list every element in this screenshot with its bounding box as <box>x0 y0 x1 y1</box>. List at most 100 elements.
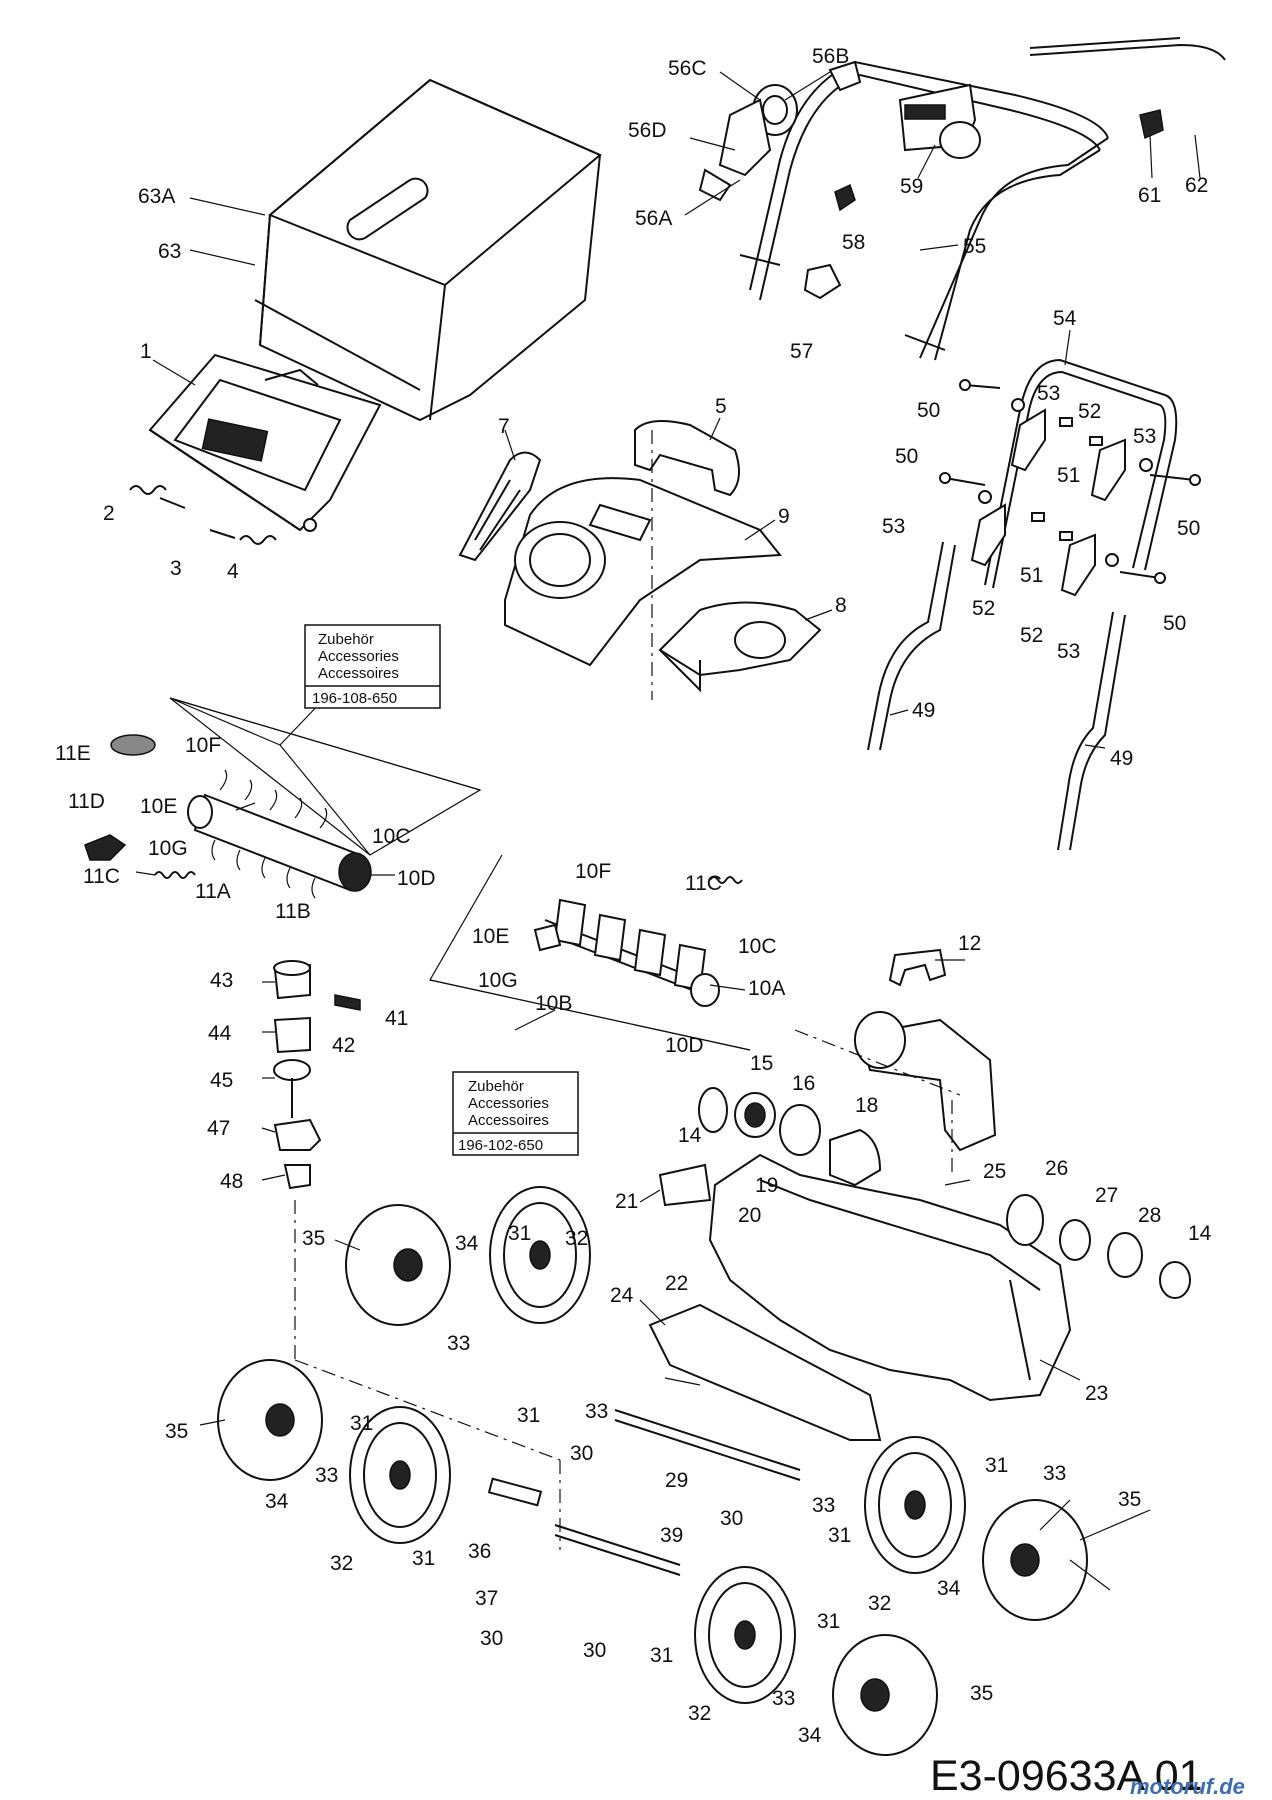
label-44: 44 <box>208 1022 232 1045</box>
label-63: 63 <box>158 240 181 263</box>
accessory-box-1: Zubehör Accessories Accessoires 196-108-… <box>304 624 441 709</box>
label-11Ca: 11C <box>83 865 120 888</box>
label-31c: 31 <box>350 1412 373 1435</box>
label-30d: 30 <box>583 1639 606 1662</box>
label-59: 59 <box>900 175 923 198</box>
cable-end-61 <box>1139 109 1164 140</box>
label-11E: 11E <box>55 742 91 765</box>
label-11B: 11B <box>275 900 311 923</box>
label-45: 45 <box>210 1069 233 1092</box>
watermark: motoruf.de <box>1130 1774 1245 1799</box>
label-47: 47 <box>207 1117 230 1140</box>
label-10Ca: 10C <box>372 825 411 848</box>
rear-skid-24 <box>648 1303 882 1441</box>
label-55: 55 <box>963 235 986 258</box>
box1-line1: Zubehör <box>318 631 374 648</box>
label-33e: 33 <box>812 1494 835 1517</box>
label-27: 27 <box>1095 1184 1118 1207</box>
label-10B: 10B <box>535 992 572 1015</box>
label-31h: 31 <box>817 1610 840 1633</box>
label-10Ga: 10G <box>148 837 188 860</box>
label-53a: 53 <box>1037 382 1060 405</box>
label-35a: 35 <box>302 1227 325 1250</box>
label-34b: 34 <box>265 1490 289 1513</box>
side-deflector-8 <box>658 601 822 693</box>
label-35c: 35 <box>1118 1488 1141 1511</box>
label-56A: 56A <box>635 207 672 230</box>
label-2: 2 <box>103 502 115 525</box>
label-32a: 32 <box>565 1227 588 1250</box>
label-19: 19 <box>755 1174 778 1197</box>
label-31e: 31 <box>828 1524 851 1547</box>
label-1: 1 <box>140 340 152 363</box>
label-36: 36 <box>468 1540 491 1563</box>
label-52b: 52 <box>972 597 995 620</box>
scarifier-roller <box>187 769 372 899</box>
lower-handle <box>867 358 1178 851</box>
hubcap-35a <box>345 1204 451 1326</box>
wheel-32a <box>489 1186 591 1324</box>
label-31a: 31 <box>508 1222 531 1245</box>
switch-box <box>898 83 981 159</box>
label-50d: 50 <box>1163 612 1186 635</box>
label-31g: 31 <box>650 1644 673 1667</box>
label-4: 4 <box>227 560 239 583</box>
label-34c: 34 <box>937 1577 961 1600</box>
label-50c: 50 <box>1177 517 1200 540</box>
lever-41 <box>334 994 361 1011</box>
label-26: 26 <box>1045 1157 1068 1180</box>
label-11A: 11A <box>195 880 231 903</box>
label-12: 12 <box>958 932 981 955</box>
label-56B: 56B <box>812 45 849 68</box>
label-29: 29 <box>665 1469 688 1492</box>
disc-11E <box>110 734 156 756</box>
label-52a: 52 <box>1078 400 1101 423</box>
label-10Da: 10D <box>397 867 436 890</box>
spring-11C <box>154 871 196 879</box>
label-50a: 50 <box>917 399 940 422</box>
label-31d: 31 <box>985 1454 1008 1477</box>
label-10Gb: 10G <box>478 969 518 992</box>
box1-part-no: 196-108-650 <box>312 690 397 707</box>
label-42: 42 <box>332 1034 355 1057</box>
accessory-group-2 <box>429 854 751 1051</box>
label-52c: 52 <box>1020 624 1043 647</box>
assembly-dashes <box>294 430 961 1550</box>
wheel-32d <box>694 1566 796 1704</box>
hubcaps <box>217 1204 1088 1756</box>
label-11Cb: 11C <box>685 872 722 895</box>
label-49b: 49 <box>1110 747 1133 770</box>
label-10Fa: 10F <box>185 734 221 757</box>
box2-line1: Zubehör <box>468 1078 524 1095</box>
wheel-32b <box>349 1406 451 1544</box>
chassis <box>708 1153 1072 1402</box>
box2-line2: Accessories <box>468 1095 549 1112</box>
label-8: 8 <box>835 594 847 617</box>
box1-line2: Accessories <box>318 648 399 665</box>
label-11D: 11D <box>68 790 105 813</box>
label-57: 57 <box>790 340 813 363</box>
label-5: 5 <box>715 395 727 418</box>
label-39: 39 <box>660 1524 683 1547</box>
hubcap-35c <box>982 1499 1088 1621</box>
motor-cover <box>504 477 782 667</box>
label-20: 20 <box>738 1204 761 1227</box>
label-30c: 30 <box>480 1627 503 1650</box>
label-54: 54 <box>1053 307 1077 330</box>
leader-lines <box>135 71 1201 1591</box>
drive-wheels <box>698 1087 882 1187</box>
wheel-32c <box>864 1436 966 1574</box>
label-56C: 56C <box>668 57 707 80</box>
label-10Eb: 10E <box>472 925 509 948</box>
label-33d: 33 <box>1043 1462 1066 1485</box>
label-53c: 53 <box>882 515 905 538</box>
label-50b: 50 <box>895 445 918 468</box>
label-10A: 10A <box>748 977 785 1000</box>
label-58: 58 <box>842 231 865 254</box>
label-41: 41 <box>385 1007 408 1030</box>
box2-line3: Accessoires <box>468 1112 549 1129</box>
cable-clip-57 <box>803 263 842 300</box>
cable-clip-58 <box>834 183 856 212</box>
label-51a: 51 <box>1057 464 1080 487</box>
height-adjuster <box>273 960 322 1190</box>
